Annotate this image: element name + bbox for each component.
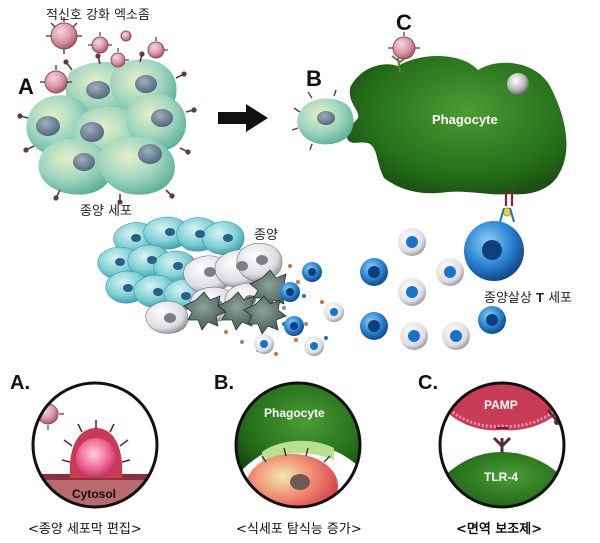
t-cell	[442, 322, 470, 350]
t-cell	[254, 334, 274, 354]
t-cell	[400, 322, 428, 350]
label-c: C	[396, 10, 412, 35]
exosome	[40, 65, 72, 94]
label-a: A	[18, 74, 34, 99]
tumor-cell	[126, 93, 187, 152]
exosome	[110, 48, 129, 68]
t-letter: T	[535, 290, 544, 305]
panel-a-letter: A.	[10, 372, 30, 394]
t-cell	[284, 316, 304, 336]
t-cell	[478, 306, 506, 334]
exosome	[88, 32, 112, 54]
tumor-label: 종양	[254, 228, 278, 243]
phagocyte-nucleus	[507, 73, 529, 95]
t-cell	[324, 302, 344, 322]
exosome	[147, 37, 168, 59]
exosome-c	[388, 32, 420, 60]
membrane-protein-spikes	[17, 51, 197, 205]
exosome-group	[40, 17, 168, 94]
exosome	[46, 17, 82, 54]
t-cell	[280, 282, 300, 302]
tumor-cell	[38, 138, 112, 195]
tlr4-label: TLR-4	[484, 470, 518, 484]
tumor-cell	[97, 136, 175, 195]
panel-b-illustration	[234, 381, 362, 509]
t-cell	[360, 258, 388, 286]
pamp-label: PAMP	[484, 398, 518, 412]
t-cell-small-group	[254, 262, 344, 356]
t-cell	[360, 312, 388, 340]
t-cell	[304, 336, 324, 356]
t-cell	[302, 262, 322, 282]
exosome	[120, 30, 132, 42]
tumor-cell-label: 종양 세포	[80, 204, 132, 219]
exosome-label: 적신호 강화 엑소좀	[46, 8, 150, 23]
panel-c-letter: C.	[418, 372, 438, 394]
phagocyte	[346, 55, 567, 206]
panel-c-caption: <면역 보조제>	[456, 522, 543, 537]
t-cell	[436, 258, 464, 286]
killer-t-cell-label: 종양살상 T 세포	[484, 290, 572, 306]
tumor-cell-cluster	[17, 51, 197, 205]
transition-arrow	[218, 104, 268, 132]
killer-t-cell-large	[464, 207, 524, 281]
tumor-cell-b	[291, 89, 354, 151]
panel-b-phagocyte-label: Phagocyte	[264, 406, 325, 420]
tumor-mass	[97, 216, 293, 335]
phagocyte-label: Phagocyte	[432, 112, 498, 127]
panel-b-caption: <식세포 탐식능 증가>	[236, 522, 362, 537]
t-cell-field	[360, 228, 506, 350]
t-cell	[398, 228, 426, 256]
cytosol-label: Cytosol	[72, 487, 117, 501]
panel-b-letter: B.	[214, 372, 234, 394]
t-cell	[398, 278, 426, 306]
panel-c-illustration	[438, 381, 566, 509]
label-b: B	[306, 66, 322, 91]
panel-a-caption: <종양 세포막 편집>	[28, 522, 142, 537]
